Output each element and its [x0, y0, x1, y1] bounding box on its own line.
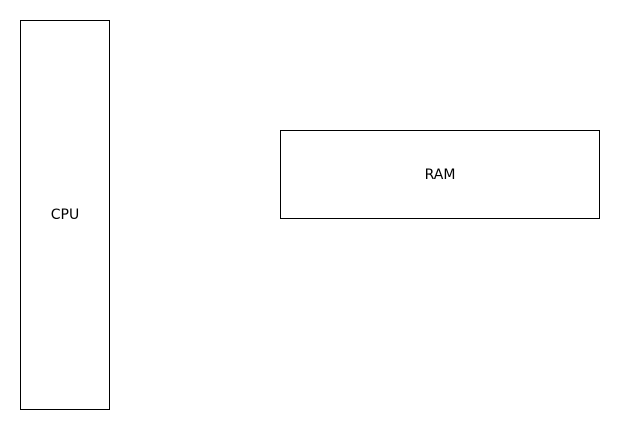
cpu-label: CPU [50, 207, 80, 223]
ram-block[interactable]: RAM [280, 130, 600, 219]
ram-label: RAM [424, 166, 456, 183]
cpu-block[interactable]: CPU [20, 20, 110, 410]
